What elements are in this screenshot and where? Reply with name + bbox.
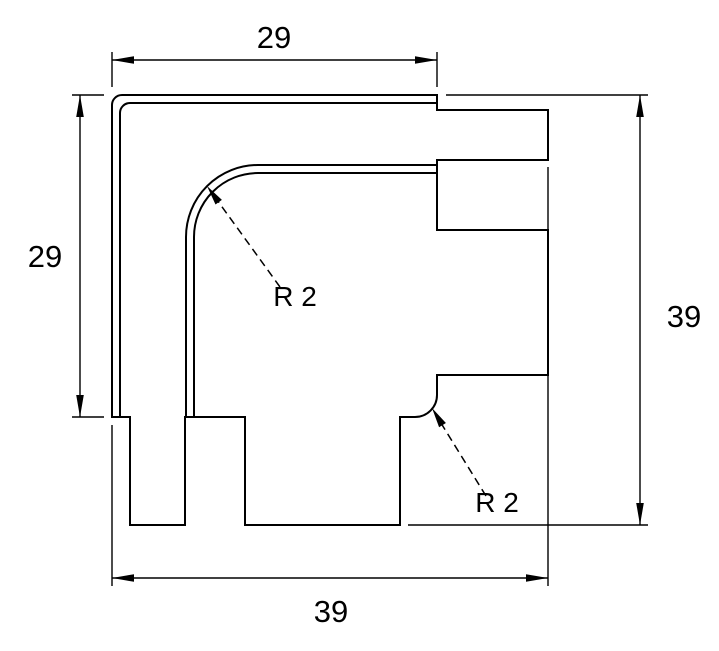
arrow-right: [526, 574, 548, 582]
arrow-left: [112, 574, 134, 582]
arrow-down: [636, 503, 644, 525]
dimension-left-height-label: 29: [28, 239, 62, 274]
extension-lines-top: [111, 52, 438, 87]
callout-radius-lower: R 2: [432, 408, 519, 518]
dimension-bottom-width-label: 39: [314, 594, 348, 629]
extension-lines-bottom: [111, 167, 549, 586]
leader-dashed-line: [435, 414, 487, 497]
leader-arrow: [207, 186, 222, 205]
radius-upper-label: R 2: [273, 281, 317, 312]
dimension-right-height: 39: [408, 94, 701, 526]
part-outline: [111, 94, 549, 526]
extension-lines-right: [408, 94, 648, 526]
leader-arrow: [432, 408, 446, 428]
part-geometry: [111, 94, 549, 526]
dimension-bottom-width: 39: [111, 167, 549, 629]
leader-dashed-line: [211, 192, 281, 288]
dimension-top-width: 29: [111, 20, 438, 87]
callout-radius-upper: R 2: [207, 186, 317, 312]
dimension-top-width-label: 29: [257, 20, 291, 55]
arrow-up: [636, 95, 644, 117]
dimension-left-height: 29: [28, 94, 104, 418]
dimension-right-height-label: 39: [667, 299, 701, 334]
arrow-up: [76, 95, 84, 117]
extension-lines-left: [72, 94, 104, 418]
radius-lower-label: R 2: [475, 487, 519, 518]
arrow-left: [112, 56, 134, 64]
arrow-down: [76, 395, 84, 417]
arrow-right: [415, 56, 437, 64]
edge-offset-line: [119, 102, 437, 417]
